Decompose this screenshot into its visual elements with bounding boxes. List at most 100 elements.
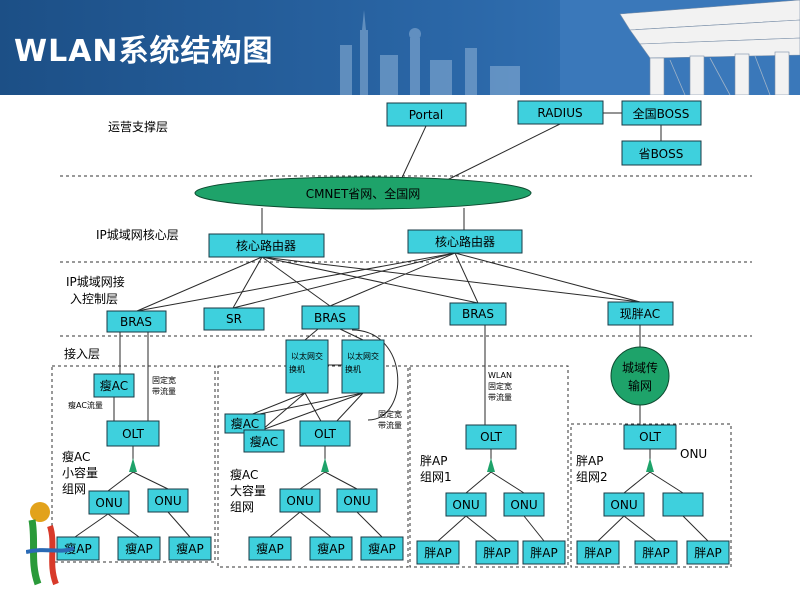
group-boundary-3 bbox=[409, 365, 569, 568]
g1-ap-3-label: 瘦AP bbox=[176, 541, 203, 556]
g4-ap-2 bbox=[634, 540, 678, 565]
g1-note-fixed: 固定宽 bbox=[152, 375, 176, 385]
g4-ap-3-label: 胖AP bbox=[694, 546, 721, 560]
g2-onu-1 bbox=[279, 488, 321, 513]
g3-ap-2 bbox=[475, 540, 519, 565]
sr-node bbox=[203, 307, 265, 331]
prov-boss-node bbox=[621, 140, 702, 166]
g2-ap-1-label: 瘦AP bbox=[256, 541, 283, 556]
cmnet-cloud bbox=[194, 176, 532, 210]
sr-label: SR bbox=[226, 312, 242, 326]
g1-thin-ac bbox=[93, 373, 135, 398]
g3-olt-label: OLT bbox=[480, 430, 502, 444]
g3-onu-1 bbox=[445, 492, 487, 517]
g2-onu-1-label: ONU bbox=[286, 494, 313, 508]
g1-note-ac-traffic: 瘦AC流量 bbox=[68, 400, 103, 410]
g1-olt bbox=[106, 420, 160, 447]
g1-onu-2-label: ONU bbox=[154, 494, 181, 508]
g3-group-name: 胖AP bbox=[420, 454, 447, 468]
g2-thin-ac-2-label: 瘦AC bbox=[250, 434, 278, 449]
group-boundary-4 bbox=[570, 423, 732, 568]
g2-group-name: 大容量 bbox=[230, 483, 266, 498]
g2-onu-2-label: ONU bbox=[343, 494, 370, 508]
g2-ap-3-label: 瘦AP bbox=[368, 541, 395, 556]
g4-ap-2-label: 胖AP bbox=[642, 546, 669, 560]
g1-onu-1 bbox=[88, 490, 130, 515]
g4-ap-3 bbox=[686, 540, 730, 565]
g2-group-name: 瘦AC bbox=[230, 467, 258, 482]
g2-ethernet-switch-1 bbox=[285, 339, 329, 394]
g4-onu-2 bbox=[662, 492, 704, 517]
layer-label-access-ctrl: IP城域网接 bbox=[66, 274, 125, 289]
bras-node-3 bbox=[449, 302, 507, 326]
g4-ap-1-label: 胖AP bbox=[584, 546, 611, 560]
g3-ap-2-label: 胖AP bbox=[483, 546, 510, 560]
g2-ap-3 bbox=[360, 536, 404, 561]
core-router-1-label: 核心路由器 bbox=[236, 238, 296, 253]
g4-group-name: 胖AP bbox=[576, 454, 603, 468]
g1-group-name: 小容量 bbox=[62, 465, 98, 480]
expo-logo bbox=[26, 502, 75, 586]
header-banner: WLAN系统结构图 bbox=[0, 0, 800, 95]
g4-group-name: 组网2 bbox=[576, 470, 608, 484]
g2-splitter bbox=[321, 458, 329, 472]
china-pavilion-image bbox=[560, 0, 800, 95]
g2-ap-1 bbox=[248, 536, 292, 561]
layer-label-access: 接入层 bbox=[64, 346, 100, 361]
portal-label: Portal bbox=[409, 108, 443, 122]
national-boss-label: 全国BOSS bbox=[633, 106, 690, 121]
metro-label: 城域传 bbox=[622, 360, 658, 375]
g2-switch-2-label: 换机 bbox=[345, 364, 361, 374]
bras-2-label: BRAS bbox=[314, 311, 346, 325]
g2-switch-1-label: 以太网交 bbox=[291, 351, 323, 361]
g1-ap-3 bbox=[168, 536, 212, 561]
g2-olt-label: OLT bbox=[314, 427, 336, 441]
g2-ap-2-label: 瘦AP bbox=[317, 541, 344, 556]
g2-olt bbox=[299, 420, 351, 447]
g3-ap-1-label: 胖AP bbox=[424, 546, 451, 560]
g3-onu-2-label: ONU bbox=[510, 498, 537, 512]
g2-switch-2-label: 以太网交 bbox=[347, 351, 379, 361]
g1-ap-2-label: 瘦AP bbox=[125, 541, 152, 556]
g2-ethernet-switch-2 bbox=[341, 339, 385, 394]
g3-note-wlan: WLAN bbox=[488, 371, 512, 380]
g3-olt bbox=[465, 424, 517, 450]
prov-boss-label: 省BOSS bbox=[639, 147, 684, 161]
g4-splitter bbox=[646, 458, 654, 472]
g4-olt-label: OLT bbox=[639, 430, 661, 444]
core-router-2-label: 核心路由器 bbox=[435, 234, 495, 249]
connection-lines bbox=[74, 123, 709, 542]
national-boss-node bbox=[621, 100, 702, 126]
cmnet-label: CMNET省网、全国网 bbox=[306, 186, 421, 201]
g2-ap-2 bbox=[309, 536, 353, 561]
g3-onu-1-label: ONU bbox=[452, 498, 479, 512]
g4-onu-1 bbox=[603, 492, 645, 517]
portal-node bbox=[386, 102, 467, 127]
g3-ap-1 bbox=[416, 540, 460, 565]
g2-note-fixed: 固定宽 bbox=[378, 409, 402, 419]
g3-onu-2 bbox=[503, 492, 545, 517]
g3-note-fixed: 带流量 bbox=[488, 392, 512, 402]
g4-ap-1 bbox=[576, 540, 620, 565]
core-router-1 bbox=[208, 233, 325, 258]
g1-ap-1-label: 瘦AP bbox=[64, 541, 91, 556]
fat-ac-node bbox=[607, 301, 674, 326]
layer-label-ops: 运营支撑层 bbox=[108, 119, 168, 134]
g4-onu-1-label: ONU bbox=[610, 498, 637, 512]
group-boundary-2 bbox=[217, 365, 409, 568]
g1-splitter bbox=[129, 458, 137, 472]
g3-splitter bbox=[487, 458, 495, 472]
g2-thin-ac-2 bbox=[243, 429, 285, 453]
layer-label-access-ctrl: 入控制层 bbox=[70, 292, 118, 306]
group-boundary-1 bbox=[51, 365, 216, 563]
bras-1-label: BRAS bbox=[120, 315, 152, 329]
g1-olt-label: OLT bbox=[122, 427, 144, 441]
g4-olt bbox=[623, 424, 677, 450]
g3-ap-3 bbox=[522, 540, 566, 565]
g1-ap-2 bbox=[117, 536, 161, 561]
g2-switch-1-label: 换机 bbox=[289, 364, 305, 374]
g2-onu-2 bbox=[336, 488, 378, 513]
bras-3-label: BRAS bbox=[462, 307, 494, 321]
g1-thin-ac-label: 瘦AC bbox=[100, 378, 128, 393]
g3-ap-3-label: 胖AP bbox=[530, 546, 557, 560]
